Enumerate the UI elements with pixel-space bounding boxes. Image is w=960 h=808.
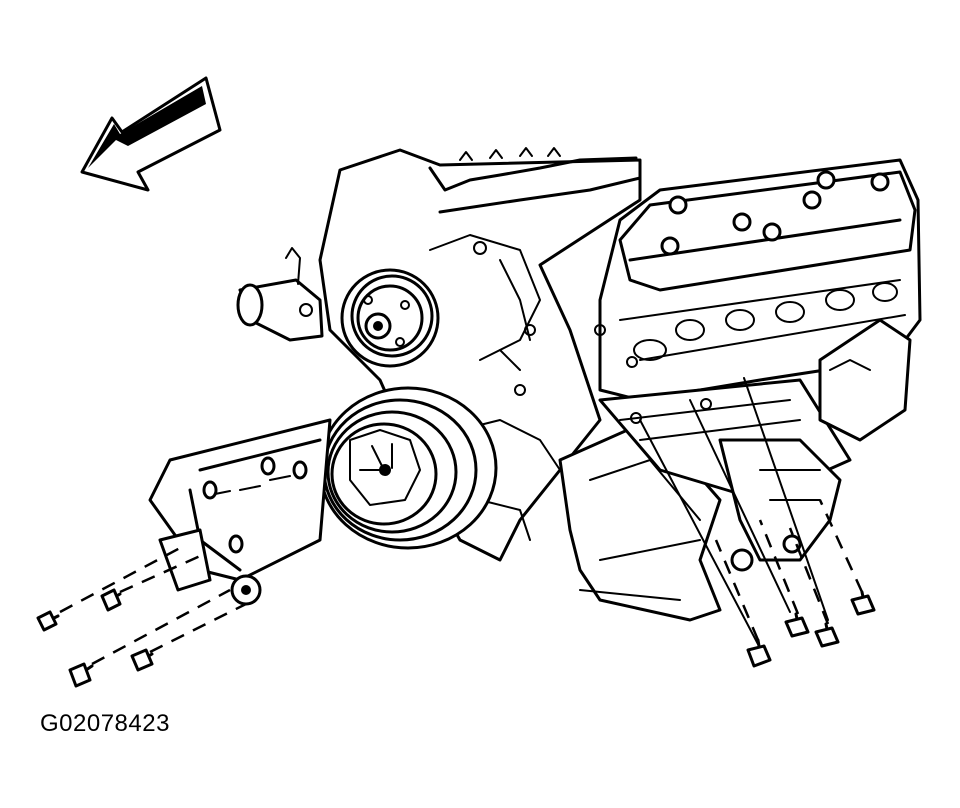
right-engine-mount (718, 318, 912, 572)
figure-id-label: G02078423 (40, 710, 170, 737)
bolt-right-2 (784, 612, 810, 638)
bolt-left-3 (68, 662, 94, 688)
upper-pulley (340, 268, 440, 368)
left-engine-mount (148, 418, 332, 606)
bolt-icon (36, 588, 876, 688)
bolt-left-1 (36, 610, 60, 632)
bolt-right-3 (814, 622, 840, 648)
bolt-left-4 (130, 648, 154, 672)
bolt-alignment-lines (59, 377, 864, 666)
thermostat-housing (236, 247, 324, 342)
front-direction-arrow-icon (80, 76, 222, 192)
bolt-right-1 (746, 638, 772, 668)
bolt-left-2 (100, 588, 122, 612)
engine-block (318, 147, 642, 562)
bolt-right-4 (850, 590, 876, 616)
crankshaft-balancer (318, 386, 498, 550)
cylinder-head (594, 158, 922, 402)
